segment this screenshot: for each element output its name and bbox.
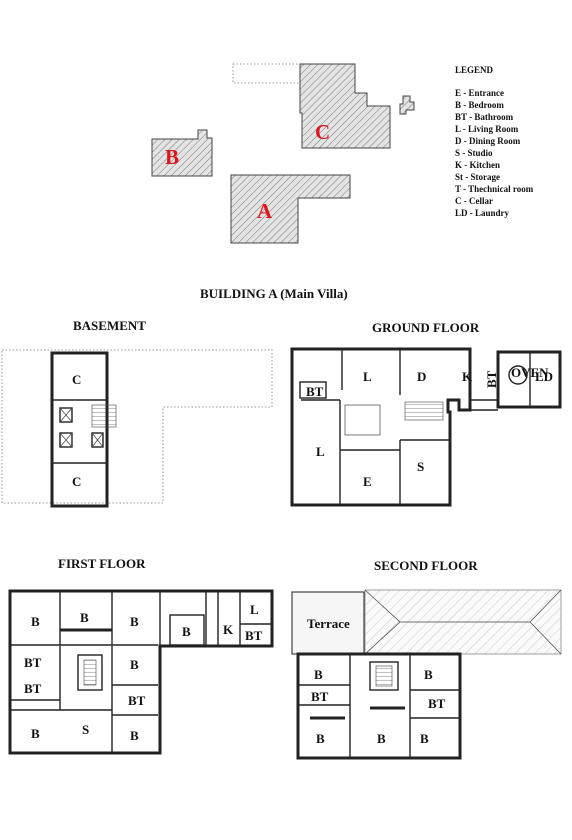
room-label-kitchen: K [223, 622, 234, 637]
room-label-bathroom: BT [245, 628, 263, 643]
room-label-bedroom: B [424, 667, 433, 682]
basement-footprint-outline [1, 349, 273, 504]
second-floor-title: SECOND FLOOR [374, 558, 478, 573]
legend-item: E - Entrance [455, 88, 504, 98]
room-label-bedroom: B [377, 731, 386, 746]
basement-title: BASEMENT [73, 318, 146, 333]
room-label-bedroom: B [130, 657, 139, 672]
room-label-bathroom: BT [128, 693, 146, 708]
first-outer-walls [8, 589, 274, 755]
legend-title: LEGEND [455, 65, 494, 75]
legend-item: St - Storage [455, 172, 500, 182]
room-label-kitchen: K [462, 369, 473, 384]
building-a-label: A [257, 199, 273, 223]
room-label-living: L [363, 369, 372, 384]
terrace-area [291, 591, 365, 655]
small-structure [399, 95, 415, 115]
room-label-bathroom: BT [306, 384, 324, 399]
room-label-bedroom: B [314, 667, 323, 682]
legend-item: C - Cellar [455, 196, 493, 206]
room-label-laundry: LD [535, 369, 553, 384]
room-label-bedroom: B [130, 728, 139, 743]
legend-item: B - Bedroom [455, 100, 504, 110]
basement-plan: BASEMENT C C [1, 318, 273, 508]
second-outer-walls [296, 652, 462, 760]
oven-label: OVEN [511, 365, 549, 380]
legend-item: L - Living Room [455, 124, 519, 134]
room-label-bathroom: BT [24, 681, 42, 696]
cellar-walls [50, 351, 109, 508]
room-label-bathroom: BT [484, 370, 499, 388]
room-label-cellar: C [72, 474, 81, 489]
main-title: BUILDING A (Main Villa) [200, 286, 348, 301]
legend: LEGEND E - Entrance B - Bedroom BT - Bat… [455, 65, 534, 218]
legend-item: S - Studio [455, 148, 493, 158]
room-label-bathroom: BT [428, 696, 446, 711]
building-c-annex-outline [232, 63, 301, 84]
building-c-label: C [315, 120, 330, 144]
room-label-dining: D [417, 369, 426, 384]
room-label-studio: S [82, 722, 89, 737]
room-label-terrace: Terrace [307, 616, 350, 631]
first-floor-title: FIRST FLOOR [58, 556, 146, 571]
room-label-living: L [250, 602, 259, 617]
room-label-studio: S [417, 459, 424, 474]
building-c [299, 63, 391, 149]
room-label-living: L [316, 444, 325, 459]
second-floor-plan: SECOND FLOOR Terrace B B BT BT B B B [291, 558, 562, 760]
legend-item: LD - Laundry [455, 208, 510, 218]
room-label-bedroom: B [316, 731, 325, 746]
oven-icon [508, 365, 528, 385]
room-label-entrance: E [363, 474, 372, 489]
legend-item: K - Kitchen [455, 160, 500, 170]
room-label-bedroom: B [31, 726, 40, 741]
room-label-bedroom: B [182, 624, 191, 639]
ground-annex-walls [496, 350, 562, 409]
site-plan: C B A LEGEND E - Entrance B - Bedroom BT… [151, 63, 534, 244]
room-label-bedroom: B [420, 731, 429, 746]
room-label-bathroom: BT [24, 655, 42, 670]
legend-item: T - Thechnical room [455, 184, 534, 194]
room-label-bedroom: B [130, 614, 139, 629]
building-b-label: B [165, 145, 179, 169]
ground-floor-plan: GROUND FLOOR BT L D K BT OVEN LD L E S [290, 320, 562, 507]
legend-item: BT - Bathroom [455, 112, 514, 122]
legend-item: D - Dining Room [455, 136, 521, 146]
building-b [151, 129, 213, 177]
room-label-cellar: C [72, 372, 81, 387]
first-floor-plan: FIRST FLOOR B B B B K L BT BT BT B BT B … [8, 556, 274, 755]
ground-floor-title: GROUND FLOOR [372, 320, 480, 335]
room-label-bathroom: BT [311, 689, 329, 704]
room-label-bedroom: B [80, 610, 89, 625]
ground-outer-walls [290, 347, 472, 507]
building-a [230, 174, 351, 244]
room-label-bedroom: B [31, 614, 40, 629]
